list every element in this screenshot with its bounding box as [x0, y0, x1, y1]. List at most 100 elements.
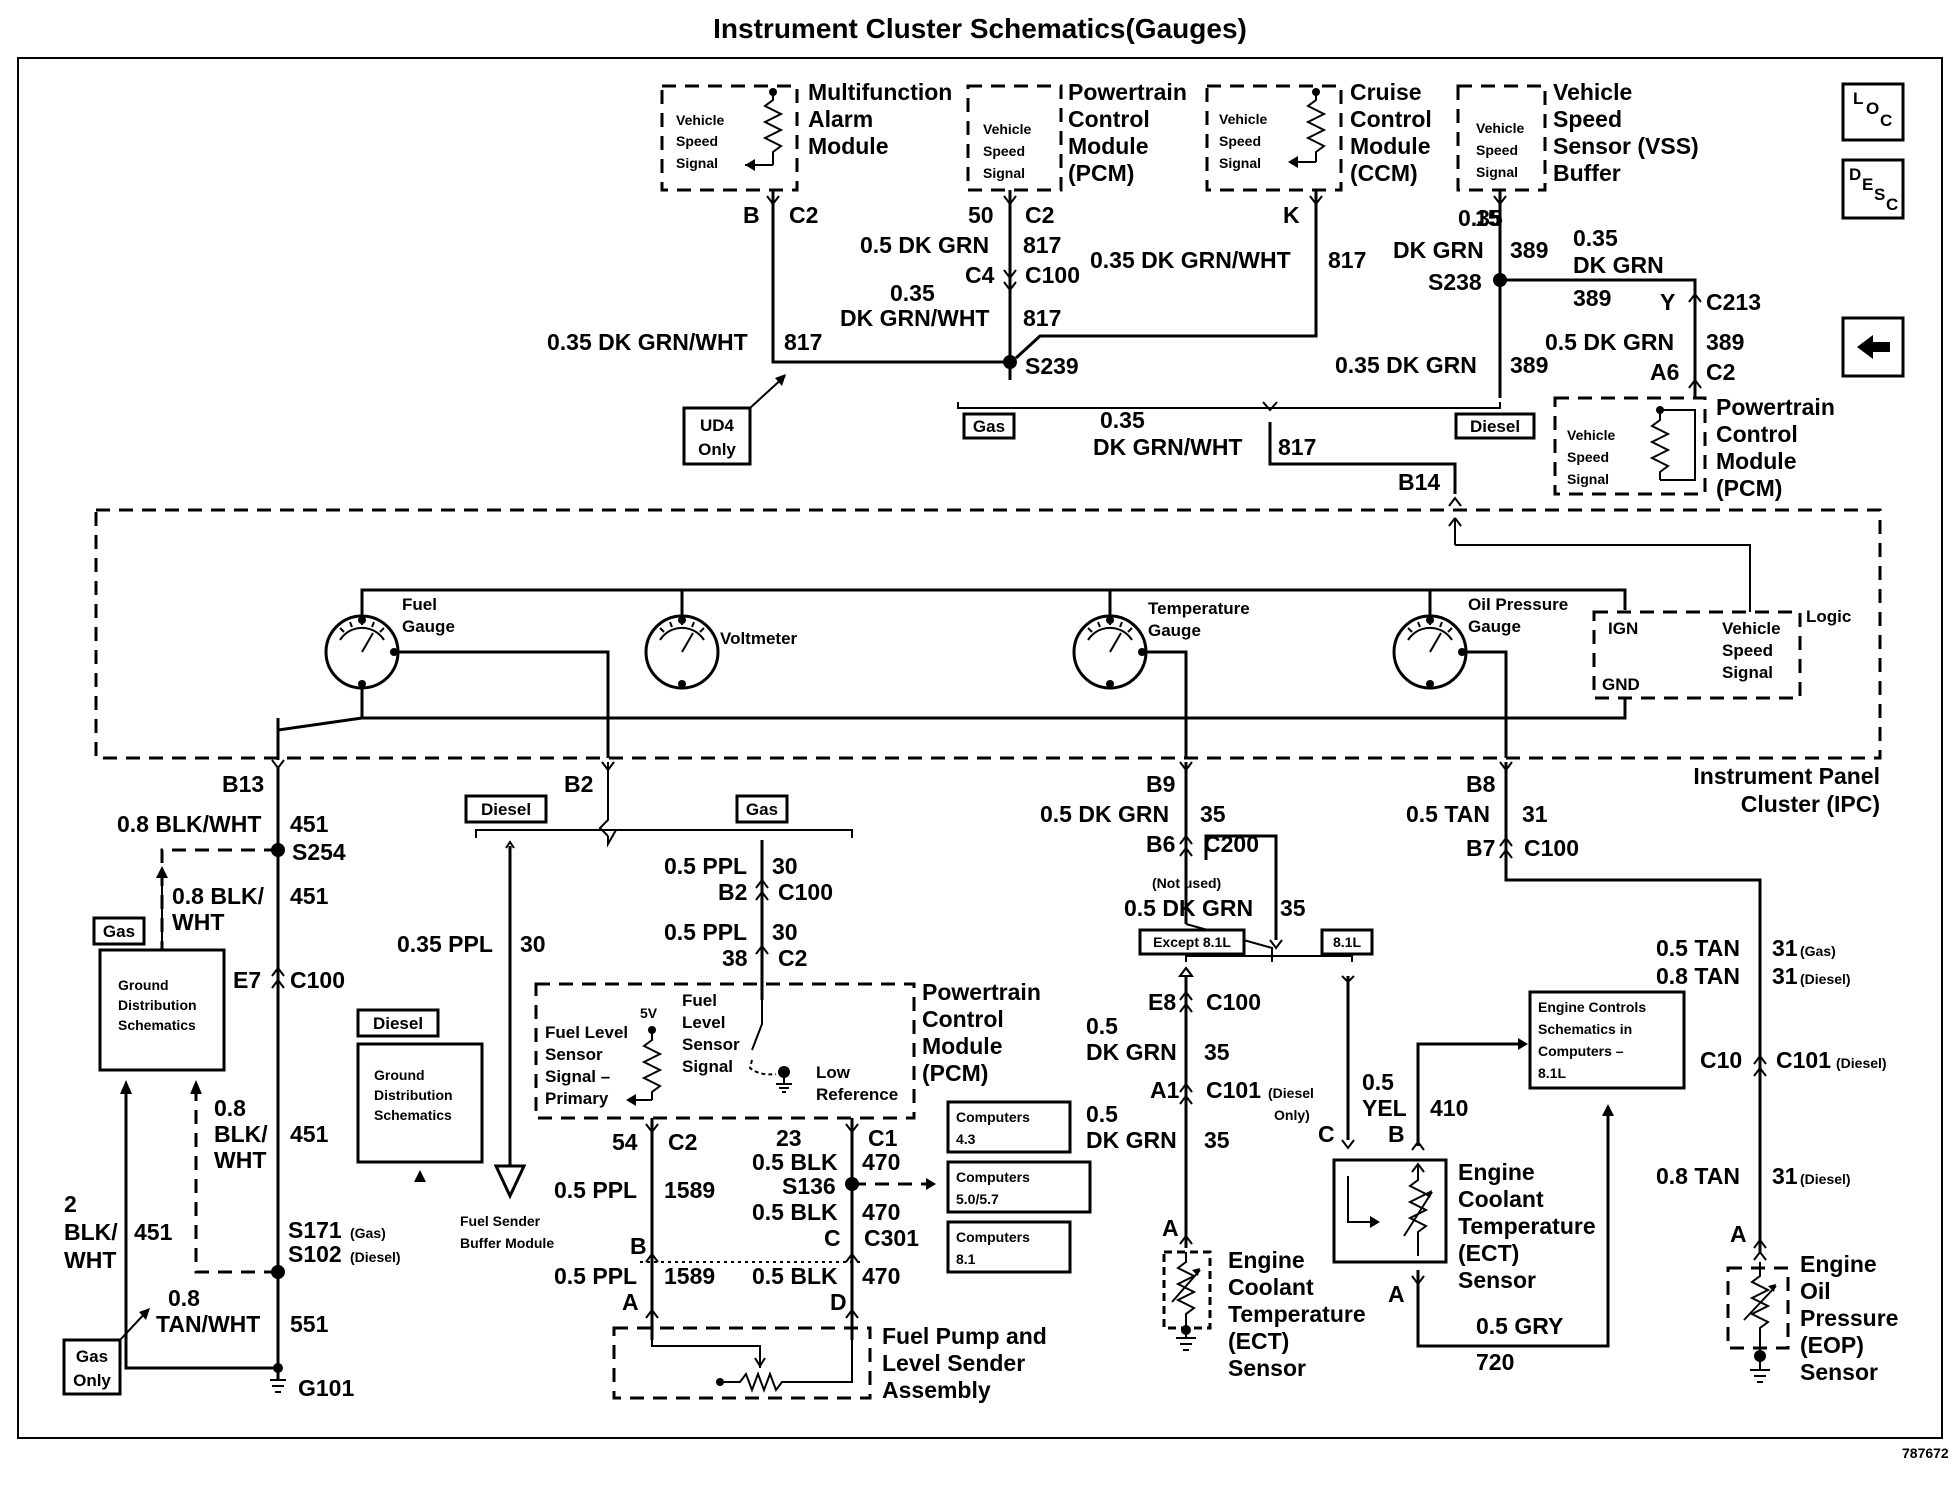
svg-text:0.8 TAN: 0.8 TAN [1656, 1163, 1740, 1189]
svg-text:2: 2 [64, 1191, 77, 1217]
svg-text:DK GRN/WHT: DK GRN/WHT [840, 305, 989, 331]
svg-text:817: 817 [1328, 247, 1366, 273]
svg-text:Cruise: Cruise [1350, 79, 1422, 105]
vehicle-speed-sensor-buffer: Vehicle Speed Signal Vehicle Speed Senso… [1335, 79, 1699, 378]
svg-text:Distribution: Distribution [374, 1087, 453, 1103]
svg-text:Vehicle: Vehicle [1567, 427, 1615, 443]
fuel-circuit-labels: B2 0.35 PPL 30 Fuel Sender Buffer Module… [397, 771, 919, 1315]
svg-text:S136: S136 [782, 1173, 836, 1199]
svg-text:C100: C100 [1524, 835, 1579, 861]
svg-text:C2: C2 [778, 945, 807, 971]
svg-text:(PCM): (PCM) [1716, 475, 1782, 501]
circuit-number: 817 [1278, 434, 1316, 460]
ground-distribution-schematics-gas[interactable]: Ground Distribution Schematics [98, 948, 226, 1072]
svg-text:30: 30 [772, 853, 798, 879]
ipc-name: Instrument Panel [1693, 763, 1880, 789]
svg-text:0.35 DK GRN: 0.35 DK GRN [1335, 352, 1477, 378]
svg-text:(Diesel): (Diesel) [1800, 1171, 1851, 1187]
svg-text:UD4: UD4 [700, 416, 735, 435]
svg-text:470: 470 [862, 1263, 900, 1289]
svg-text:Only): Only) [1274, 1107, 1310, 1123]
splice-s239: S239 [1025, 353, 1079, 379]
svg-text:Module: Module [1716, 448, 1797, 474]
svg-text:Schematics in: Schematics in [1538, 1021, 1632, 1037]
oil-pressure-gauge: Oil Pressure Gauge [1392, 595, 1568, 690]
svg-text:30: 30 [772, 919, 798, 945]
svg-text:Module: Module [1068, 133, 1149, 159]
svg-text:1589: 1589 [664, 1263, 715, 1289]
computers-5-0-5-7-link[interactable]: Computers 5.0/5.7 [946, 1160, 1092, 1214]
svg-text:30: 30 [520, 931, 546, 957]
multifunction-alarm-module: Vehicle Speed Signal Multifunction Alarm… [660, 79, 952, 228]
svg-text:B2: B2 [564, 771, 593, 797]
svg-text:Speed: Speed [983, 143, 1025, 159]
svg-text:Sensor (VSS): Sensor (VSS) [1553, 133, 1699, 159]
computers-8-1-link[interactable]: Computers 8.1 [946, 1220, 1072, 1274]
svg-text:Fuel: Fuel [682, 991, 717, 1010]
svg-text:31: 31 [1772, 935, 1798, 961]
svg-text:0.5 DK GRN: 0.5 DK GRN [1040, 801, 1169, 827]
svg-text:Fuel Pump and: Fuel Pump and [882, 1323, 1047, 1349]
svg-text:0.5 PPL: 0.5 PPL [664, 853, 747, 879]
svg-text:Primary: Primary [545, 1089, 609, 1108]
svg-text:A: A [1730, 1221, 1747, 1247]
ground-distribution-schematics-diesel[interactable]: Ground Distribution Schematics [356, 1042, 484, 1164]
svg-text:Speed: Speed [1553, 106, 1622, 132]
svg-text:C: C [1318, 1121, 1335, 1147]
svg-text:C4: C4 [965, 262, 995, 288]
engine-controls-schematics-link[interactable]: Engine Controls Schematics in Computers … [1528, 990, 1686, 1090]
svg-text:(ECT): (ECT) [1228, 1328, 1289, 1354]
svg-text:C2: C2 [668, 1129, 697, 1155]
fuel-pump-level-sender-assembly: Fuel Pump and Level Sender Assembly [612, 1323, 1047, 1403]
svg-text:Signal: Signal [682, 1057, 733, 1076]
svg-text:Schematics: Schematics [118, 1017, 196, 1033]
svg-text:(CCM): (CCM) [1350, 160, 1418, 186]
svg-text:(Gas): (Gas) [1800, 943, 1836, 959]
left-arrow-icon [1857, 335, 1890, 359]
gas-option-tag: Gas [962, 412, 1016, 440]
svg-text:Gauge: Gauge [1148, 621, 1201, 640]
svg-text:0.35: 0.35 [1458, 205, 1503, 231]
svg-text:GND: GND [1602, 675, 1640, 694]
svg-text:0.8 BLK/WHT: 0.8 BLK/WHT [117, 811, 261, 837]
computers-4-3-link[interactable]: Computers 4.3 [946, 1100, 1072, 1154]
gas-only-note: Gas Only [62, 1308, 150, 1396]
svg-text:0.5: 0.5 [1086, 1013, 1118, 1039]
cruise-control-module: Vehicle Speed Signal Cruise Control Modu… [1090, 79, 1432, 273]
back-button[interactable] [1841, 316, 1905, 378]
svg-text:Engine: Engine [1458, 1159, 1535, 1185]
svg-text:Temperature: Temperature [1228, 1301, 1366, 1327]
svg-text:0.5 PPL: 0.5 PPL [554, 1263, 637, 1289]
svg-text:(ECT): (ECT) [1458, 1240, 1519, 1266]
svg-text:TAN/WHT: TAN/WHT [156, 1311, 260, 1337]
svg-text:Assembly: Assembly [882, 1377, 991, 1403]
svg-text:0.35: 0.35 [890, 280, 935, 306]
svg-text:Voltmeter: Voltmeter [720, 629, 798, 648]
svg-text:Buffer Module: Buffer Module [460, 1235, 554, 1251]
svg-text:0.5: 0.5 [1086, 1101, 1118, 1127]
svg-text:K: K [1283, 202, 1300, 228]
svg-text:Diesel: Diesel [373, 1014, 423, 1033]
svg-text:15: 15 [1475, 205, 1501, 231]
svg-text:C100: C100 [1206, 989, 1261, 1015]
svg-text:Speed: Speed [1722, 641, 1773, 660]
svg-text:0.8: 0.8 [214, 1095, 246, 1121]
svg-text:Module: Module [808, 133, 889, 159]
svg-text:WHT: WHT [214, 1147, 266, 1173]
svg-text:(Diesel): (Diesel) [350, 1249, 401, 1265]
svg-text:0.35 DK GRN/WHT: 0.35 DK GRN/WHT [1090, 247, 1291, 273]
loc-button[interactable]: LOC [1841, 82, 1905, 142]
svg-text:(Diesel): (Diesel) [1800, 971, 1851, 987]
page-title: Instrument Cluster Schematics(Gauges) [713, 13, 1247, 44]
svg-text:Distribution: Distribution [118, 997, 197, 1013]
wire-label: 0.35 [1100, 407, 1145, 433]
svg-text:WHT: WHT [64, 1247, 116, 1273]
svg-text:A: A [1162, 1215, 1179, 1241]
svg-text:Vehicle: Vehicle [1476, 120, 1524, 136]
svg-text:C: C [1880, 111, 1892, 130]
svg-text:Gauge: Gauge [1468, 617, 1521, 636]
svg-text:35: 35 [1204, 1039, 1230, 1065]
svg-text:35: 35 [1200, 801, 1226, 827]
svg-text:817: 817 [1023, 305, 1061, 331]
